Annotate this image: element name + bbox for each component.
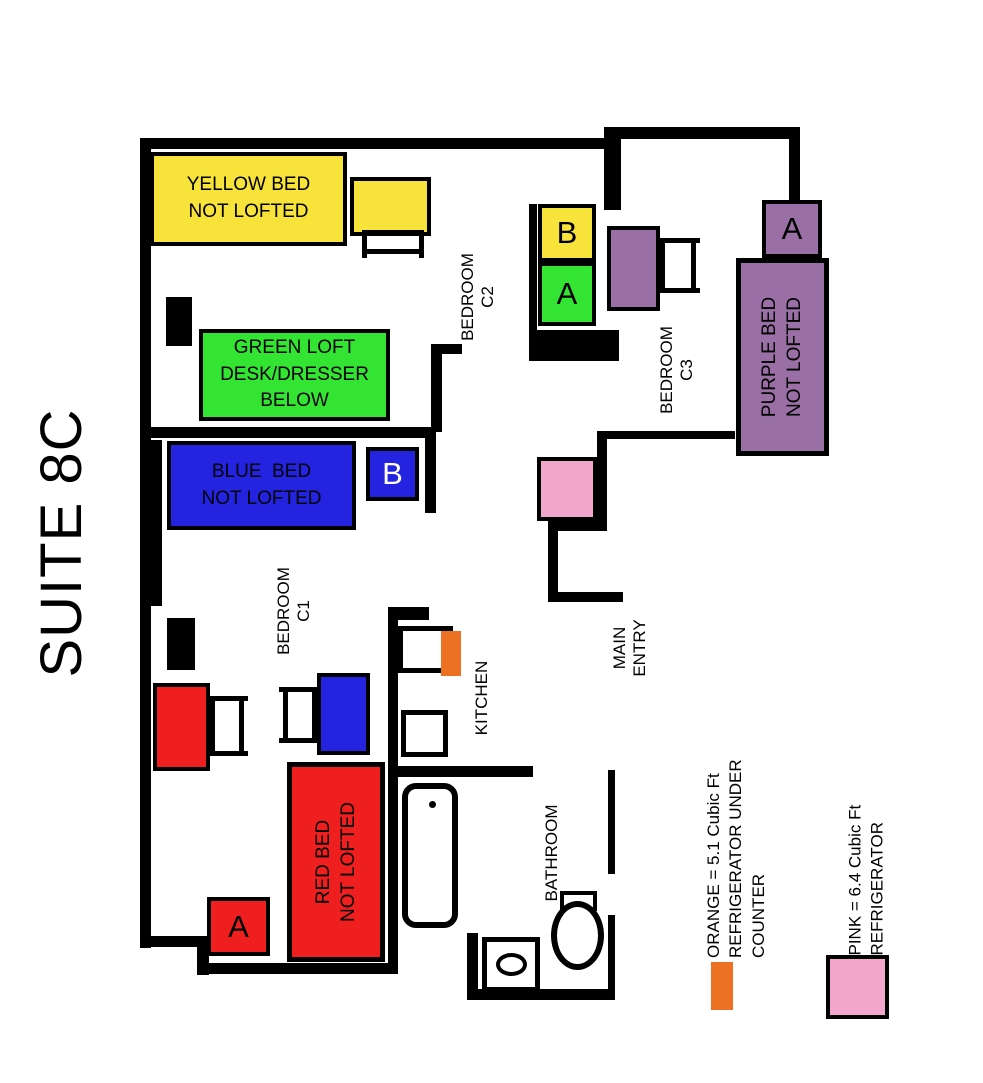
chair-c1 bbox=[167, 618, 195, 670]
badge-letter: A bbox=[228, 908, 249, 944]
red-desk bbox=[153, 683, 210, 771]
legend-orange-swatch bbox=[711, 962, 733, 1010]
badge-b-blue: B bbox=[366, 447, 419, 501]
sink-basin bbox=[496, 953, 527, 976]
wall-c3-bottom bbox=[598, 431, 735, 439]
room-label-bedroom-c1: BEDROOM C1 bbox=[274, 567, 314, 655]
room-label-kitchen: KITCHEN bbox=[472, 660, 491, 736]
legend-pink-swatch bbox=[826, 955, 889, 1019]
bedframe-bar-c2 bbox=[529, 204, 537, 332]
badge-b-yellow: B bbox=[538, 204, 596, 262]
wall-bathroom-left bbox=[467, 933, 478, 1000]
purple-desk bbox=[607, 226, 660, 311]
chair-c2 bbox=[166, 297, 192, 346]
blue-bed-label: BLUE BED NOT LOFTED bbox=[201, 460, 322, 509]
badge-letter: B bbox=[556, 215, 578, 250]
bathtub bbox=[402, 783, 458, 928]
badge-a-green: A bbox=[538, 262, 596, 326]
yellow-bed-label: YELLOW BED NOT LOFTED bbox=[186, 174, 311, 222]
wall-c2-stub-horizontal bbox=[431, 344, 462, 354]
blue-bed: BLUE BED NOT LOFTED bbox=[167, 441, 356, 530]
green-loft: GREEN LOFT DESK/DRESSER BELOW bbox=[199, 329, 390, 421]
desk-leg-rung bbox=[691, 243, 696, 288]
yellow-bed: YELLOW BED NOT LOFTED bbox=[150, 152, 347, 246]
wall-left bbox=[140, 138, 151, 948]
wall-entry-2 bbox=[548, 521, 607, 531]
blue-desk bbox=[317, 673, 370, 755]
legend-pink-text: PINK = 6.4 Cubic Ft REFRIGERATOR bbox=[845, 804, 887, 956]
yellow-desk-legs-icon bbox=[362, 230, 424, 258]
wall-top-left bbox=[140, 138, 612, 149]
badge-letter: A bbox=[556, 276, 578, 311]
desk-leg-rung bbox=[283, 692, 288, 738]
red-bed-label: RED BED NOT LOFTED bbox=[313, 802, 359, 922]
dresser-c2 bbox=[529, 330, 619, 361]
desk-leg-rung bbox=[239, 701, 244, 751]
badge-letter: A bbox=[781, 211, 803, 246]
wall-kitchen-bottom bbox=[388, 766, 533, 777]
blue-desk-legs-icon bbox=[279, 687, 317, 743]
wall-entry-4 bbox=[548, 592, 623, 602]
purple-bed-label: PURPLE BED NOT LOFTED bbox=[759, 296, 805, 418]
yellow-desk bbox=[350, 177, 431, 236]
bathtub-drain bbox=[429, 801, 436, 808]
wall-bottom-red-room bbox=[197, 963, 396, 974]
room-label-main-entry: MAIN ENTRY bbox=[610, 619, 650, 677]
wall-c2-stub-vertical bbox=[431, 344, 442, 432]
wall-entry-door-lower bbox=[608, 915, 615, 1000]
wall-blue-room-top bbox=[140, 427, 436, 438]
wall-kitchen-left bbox=[388, 607, 398, 974]
bathroom-sink bbox=[482, 937, 540, 992]
legend-orange-text: ORANGE = 5.1 Cubic Ft REFRIGERATOR UNDER… bbox=[704, 759, 768, 958]
wall-divider-c2-c3 bbox=[604, 127, 621, 210]
wall-bottom-left bbox=[140, 936, 209, 947]
red-bed bbox=[287, 762, 385, 962]
purple-bed bbox=[736, 258, 829, 456]
toilet-bowl bbox=[551, 901, 604, 970]
badge-letter: B bbox=[382, 456, 403, 491]
desk-leg-rung bbox=[367, 249, 419, 254]
purple-desk-legs-icon bbox=[660, 238, 700, 293]
wall-right-top bbox=[789, 127, 800, 210]
wall-blue-room-right bbox=[425, 427, 436, 513]
wall-entry-1 bbox=[597, 431, 607, 531]
wall-top-right bbox=[604, 127, 800, 139]
room-label-bedroom-c3: BEDROOM C3 bbox=[657, 326, 697, 414]
wall-inner-left bbox=[151, 440, 162, 606]
wall-kitchen-top-stub bbox=[392, 607, 429, 620]
orange-refrigerator bbox=[441, 631, 461, 676]
red-desk-legs-icon bbox=[210, 696, 248, 756]
badge-a-red: A bbox=[207, 897, 270, 956]
suite-title: SUITE 8C bbox=[29, 408, 94, 678]
kitchen-counter-stove bbox=[401, 710, 448, 757]
green-loft-label: GREEN LOFT DESK/DRESSER BELOW bbox=[220, 336, 369, 412]
badge-a-purple: A bbox=[762, 200, 822, 258]
wall-entry-3 bbox=[548, 521, 558, 602]
room-label-bathroom: BATHROOM bbox=[542, 804, 561, 902]
room-label-bedroom-c2: BEDROOM C2 bbox=[458, 253, 498, 341]
wall-entry-door-upper bbox=[608, 770, 615, 874]
wall-bathroom-bottom bbox=[467, 989, 615, 1000]
pink-refrigerator bbox=[537, 457, 597, 521]
